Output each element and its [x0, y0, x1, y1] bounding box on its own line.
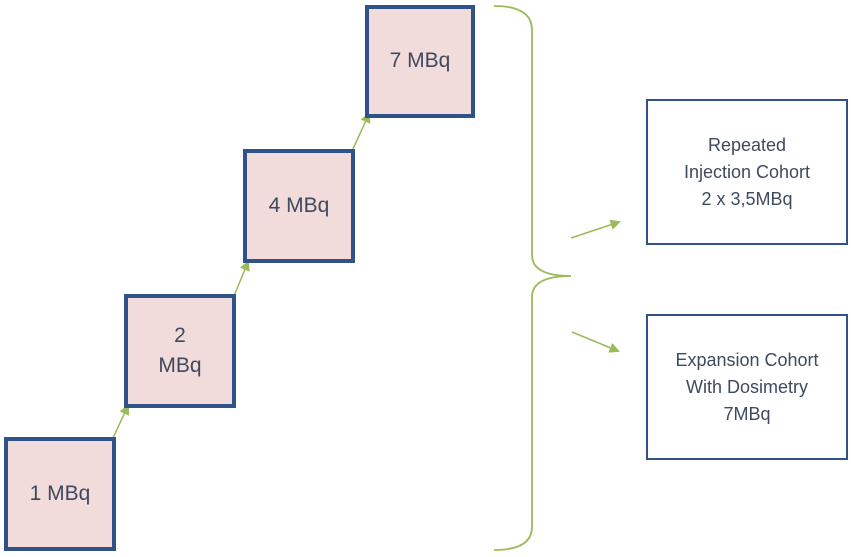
expansion-cohort-box: Expansion Cohort With Dosimetry 7MBq — [646, 314, 848, 460]
repeated-injection-cohort-box: Repeated Injection Cohort 2 x 3,5MBq — [646, 99, 848, 245]
curly-brace — [493, 5, 572, 551]
dose-step-label: 4 MBq — [268, 193, 330, 217]
arrow-step-3-to-4 — [351, 112, 371, 152]
dose-step-7mbq: 7 MBq — [365, 5, 475, 118]
dose-step-4mbq: 4 MBq — [243, 149, 355, 263]
dose-step-label: 7 MBq — [389, 49, 451, 73]
arrow-step-1-to-2 — [111, 404, 130, 441]
arrow-to-expansion-cohort — [571, 331, 620, 353]
dose-step-label: 1 MBq — [29, 481, 91, 505]
arrow-step-2-to-3 — [233, 260, 250, 297]
dose-step-1mbq: 1 MBq — [4, 437, 116, 551]
arrow-to-repeated-cohort — [570, 219, 621, 239]
cohort-label: Expansion Cohort With Dosimetry 7MBq — [675, 349, 819, 424]
dose-step-label: 2 MBq — [158, 323, 202, 377]
dose-step-2mbq: 2 MBq — [124, 294, 236, 408]
cohort-label: Repeated Injection Cohort 2 x 3,5MBq — [683, 134, 811, 209]
